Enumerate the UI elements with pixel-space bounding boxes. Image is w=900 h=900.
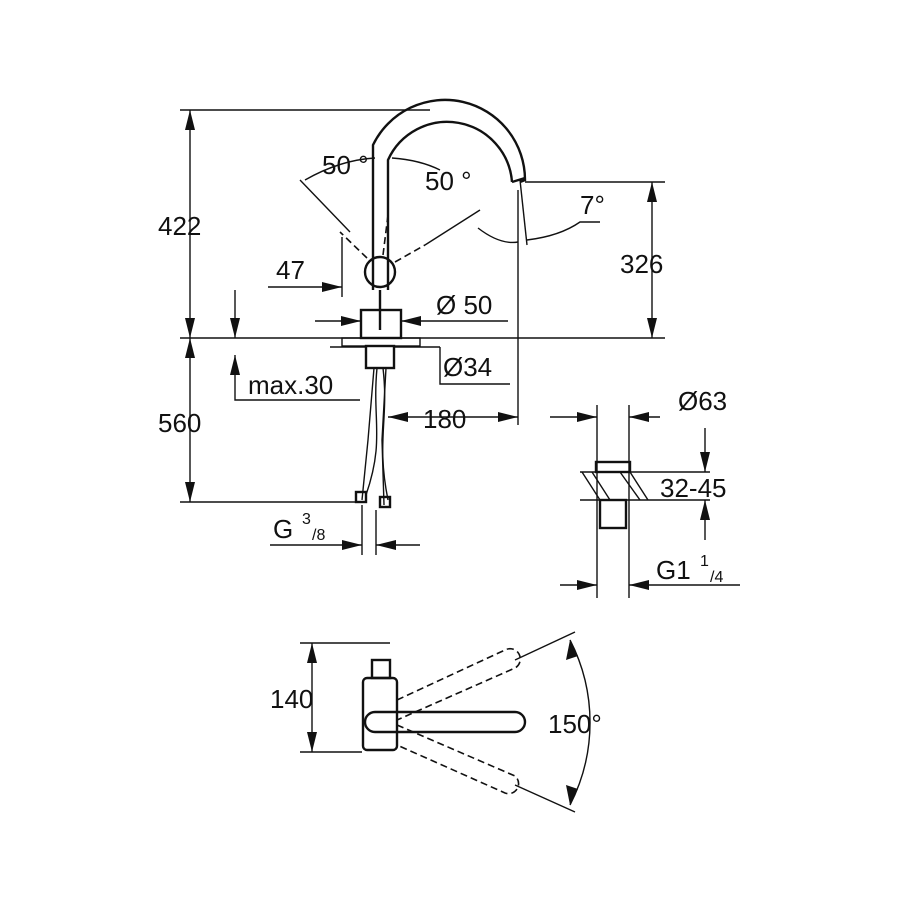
label-hose-thread: G <box>273 514 293 544</box>
label-lever-angle-right: 50 ° <box>425 166 472 196</box>
spout-inner <box>386 120 514 290</box>
spout-outer <box>371 98 527 290</box>
label-hose-thread-den: /8 <box>312 527 325 544</box>
lever-pivot <box>363 255 397 289</box>
faucet-side-view <box>339 98 527 509</box>
label-hose-thread-num: 3 <box>302 511 311 528</box>
label-waste-range: 32-45 <box>660 473 727 503</box>
label-waste-thread-den: /4 <box>710 569 723 586</box>
label-waste-thread-num: 1 <box>700 553 709 570</box>
label-spout-angle: 7° <box>580 190 605 220</box>
label-body-diameter: Ø 50 <box>436 290 492 320</box>
label-height-total: 422 <box>158 211 201 241</box>
label-lever-offset: 47 <box>276 255 305 285</box>
waste-valve <box>550 405 740 598</box>
label-spout-reach: 180 <box>423 404 466 434</box>
label-lever-angle-left: 50 ° <box>322 150 369 180</box>
label-waste-diameter: Ø63 <box>678 386 727 416</box>
label-hose-length: 560 <box>158 408 201 438</box>
label-spout-height: 326 <box>620 249 663 279</box>
lever-left-dashed <box>339 231 368 259</box>
faucet-top-view <box>300 631 591 813</box>
lever-up-dashed <box>382 214 389 256</box>
label-waste-thread: G1 <box>656 555 691 585</box>
label-max-thickness: max.30 <box>248 370 333 400</box>
dimension-lines <box>180 109 665 555</box>
label-swivel-angle: 150° <box>548 709 602 739</box>
label-top-depth: 140 <box>270 684 313 714</box>
label-hole-diameter: Ø34 <box>443 352 492 382</box>
lever-right-dashed <box>394 244 426 263</box>
